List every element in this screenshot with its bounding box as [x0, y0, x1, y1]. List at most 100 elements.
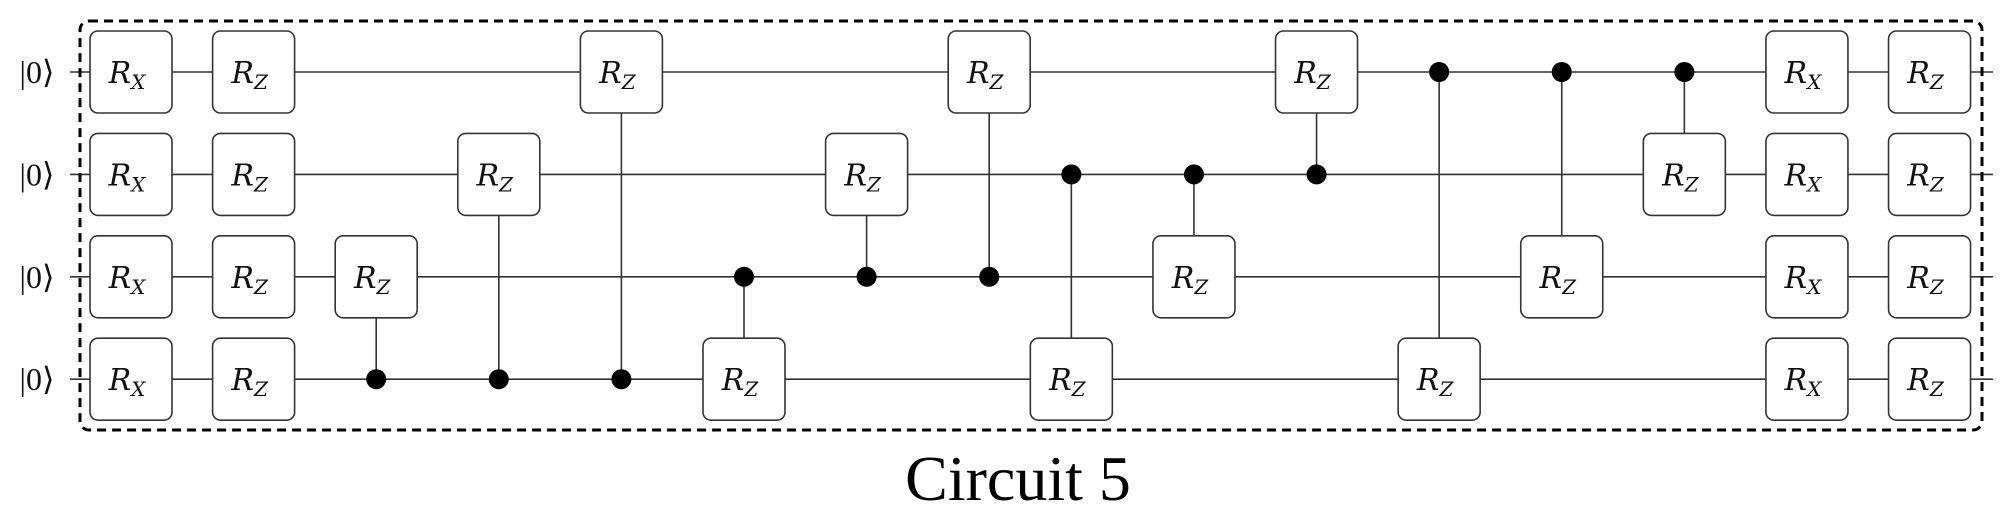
control-dot[interactable] — [366, 369, 387, 390]
control-dot[interactable] — [1674, 62, 1695, 82]
gate-box — [211, 337, 296, 422]
gate-box — [1765, 235, 1849, 319]
rotation-gate-rz[interactable]: RZ — [824, 132, 909, 217]
gate-box — [824, 132, 909, 217]
gate-label: RZ — [1906, 261, 1945, 299]
rotation-gate-rz[interactable]: RZ — [1519, 235, 1604, 319]
circuit-caption: Circuit 5 — [905, 443, 1131, 514]
gate-box — [1152, 235, 1236, 319]
gate-box — [89, 235, 173, 319]
gate-label: RZ — [1171, 261, 1210, 299]
rotation-gate-rx[interactable]: RX — [89, 30, 173, 114]
gate-box — [1887, 235, 1972, 319]
gate-label: RZ — [230, 56, 269, 94]
rotation-gate-rz[interactable]: RZ — [1887, 337, 1972, 422]
rotation-gate-rz[interactable]: RZ — [1887, 132, 1972, 217]
gate-box — [1274, 30, 1359, 114]
circuit-dashed-border — [78, 19, 1984, 432]
gate-label: RZ — [1661, 158, 1700, 196]
control-dot[interactable] — [488, 369, 509, 390]
gate-label: RX — [1784, 56, 1823, 94]
gate-label: RX — [1784, 363, 1823, 401]
rotation-gate-rz[interactable]: RZ — [456, 132, 541, 217]
qubit-init-state: |0⟩ — [20, 156, 55, 192]
gate-label: RX — [108, 56, 147, 94]
rotation-gate-rz[interactable]: RZ — [211, 132, 296, 217]
gate-label: RZ — [353, 261, 392, 299]
gate-label: RZ — [1048, 363, 1087, 401]
rotation-gate-rz[interactable]: RZ — [1642, 132, 1727, 217]
gate-box — [947, 30, 1032, 114]
gate-box — [211, 30, 296, 114]
gate-box — [1765, 30, 1849, 114]
rotation-gate-rz[interactable]: RZ — [947, 30, 1032, 114]
rotation-gate-rz[interactable]: RZ — [211, 30, 296, 114]
gate-box — [1519, 235, 1604, 319]
gate-label: RX — [108, 363, 147, 401]
gate-label: RX — [108, 158, 147, 196]
gate-label: RZ — [1906, 363, 1945, 401]
rotation-gate-rz[interactable]: RZ — [1029, 337, 1114, 422]
gate-label: RZ — [1293, 56, 1332, 94]
gate-label: RZ — [843, 158, 882, 196]
gate-label: RZ — [598, 56, 637, 94]
gate-box — [1887, 30, 1972, 114]
rotation-gate-rz[interactable]: RZ — [1152, 235, 1236, 319]
qubit-init-state: |0⟩ — [20, 54, 55, 90]
rotation-gate-rx[interactable]: RX — [1765, 132, 1849, 217]
gate-box — [1765, 337, 1849, 422]
control-dot[interactable] — [611, 369, 632, 390]
gate-box — [1397, 337, 1481, 422]
qubit-init-state: |0⟩ — [20, 259, 55, 295]
rotation-gate-rz[interactable]: RZ — [1397, 337, 1481, 422]
qubit-init-state: |0⟩ — [20, 361, 55, 397]
control-dot[interactable] — [856, 266, 877, 287]
gate-label: RX — [108, 261, 147, 299]
control-dot[interactable] — [1551, 62, 1572, 82]
control-dot[interactable] — [1061, 164, 1082, 185]
control-dot[interactable] — [1429, 62, 1450, 82]
rotation-gate-rx[interactable]: RX — [89, 337, 173, 422]
gate-box — [702, 337, 786, 422]
gate-label: RZ — [230, 158, 269, 196]
qubit-wires — [70, 71, 1993, 381]
gate-label: RZ — [476, 158, 515, 196]
rotation-gate-rz[interactable]: RZ — [1274, 30, 1359, 114]
gate-label: RZ — [721, 363, 760, 401]
gates: RX RX RX RX RZ RZ RZ RZ RZ RZ RZ RZ RZ RZ RZ RZ RZ RZ RZ RZ… — [89, 30, 1972, 422]
rotation-gate-rx[interactable]: RX — [89, 132, 173, 217]
gate-label: RZ — [1906, 56, 1945, 94]
gate-label: RZ — [1416, 363, 1455, 401]
gate-box — [334, 235, 419, 319]
gate-box — [1642, 132, 1727, 217]
rotation-gate-rz[interactable]: RZ — [334, 235, 419, 319]
rotation-gate-rz[interactable]: RZ — [211, 235, 296, 319]
rotation-gate-rz[interactable]: RZ — [211, 337, 296, 422]
rotation-gate-rz[interactable]: RZ — [1887, 30, 1972, 114]
rotation-gate-rz[interactable]: RZ — [579, 30, 664, 114]
gate-label: RZ — [230, 363, 269, 401]
control-dot[interactable] — [979, 266, 1000, 287]
rotation-gate-rz[interactable]: RZ — [1887, 235, 1972, 319]
control-connectors — [375, 72, 1686, 380]
rotation-gate-rx[interactable]: RX — [1765, 30, 1849, 114]
gate-box — [89, 132, 173, 217]
rotation-gate-rx[interactable]: RX — [89, 235, 173, 319]
rotation-gate-rx[interactable]: RX — [1765, 235, 1849, 319]
gate-box — [89, 337, 173, 422]
rotation-gate-rx[interactable]: RX — [1765, 337, 1849, 422]
gate-box — [1765, 132, 1849, 217]
gate-label: RX — [1784, 261, 1823, 299]
control-dot[interactable] — [734, 266, 754, 287]
gate-box — [89, 30, 173, 114]
gate-label: RX — [1784, 158, 1823, 196]
gate-box — [1887, 132, 1972, 217]
gate-label: RZ — [1538, 261, 1577, 299]
gate-box — [211, 132, 296, 217]
gate-box — [1029, 337, 1114, 422]
control-dot[interactable] — [1183, 164, 1204, 185]
rotation-gate-rz[interactable]: RZ — [702, 337, 786, 422]
control-dot[interactable] — [1306, 164, 1327, 185]
gate-box — [579, 30, 664, 114]
